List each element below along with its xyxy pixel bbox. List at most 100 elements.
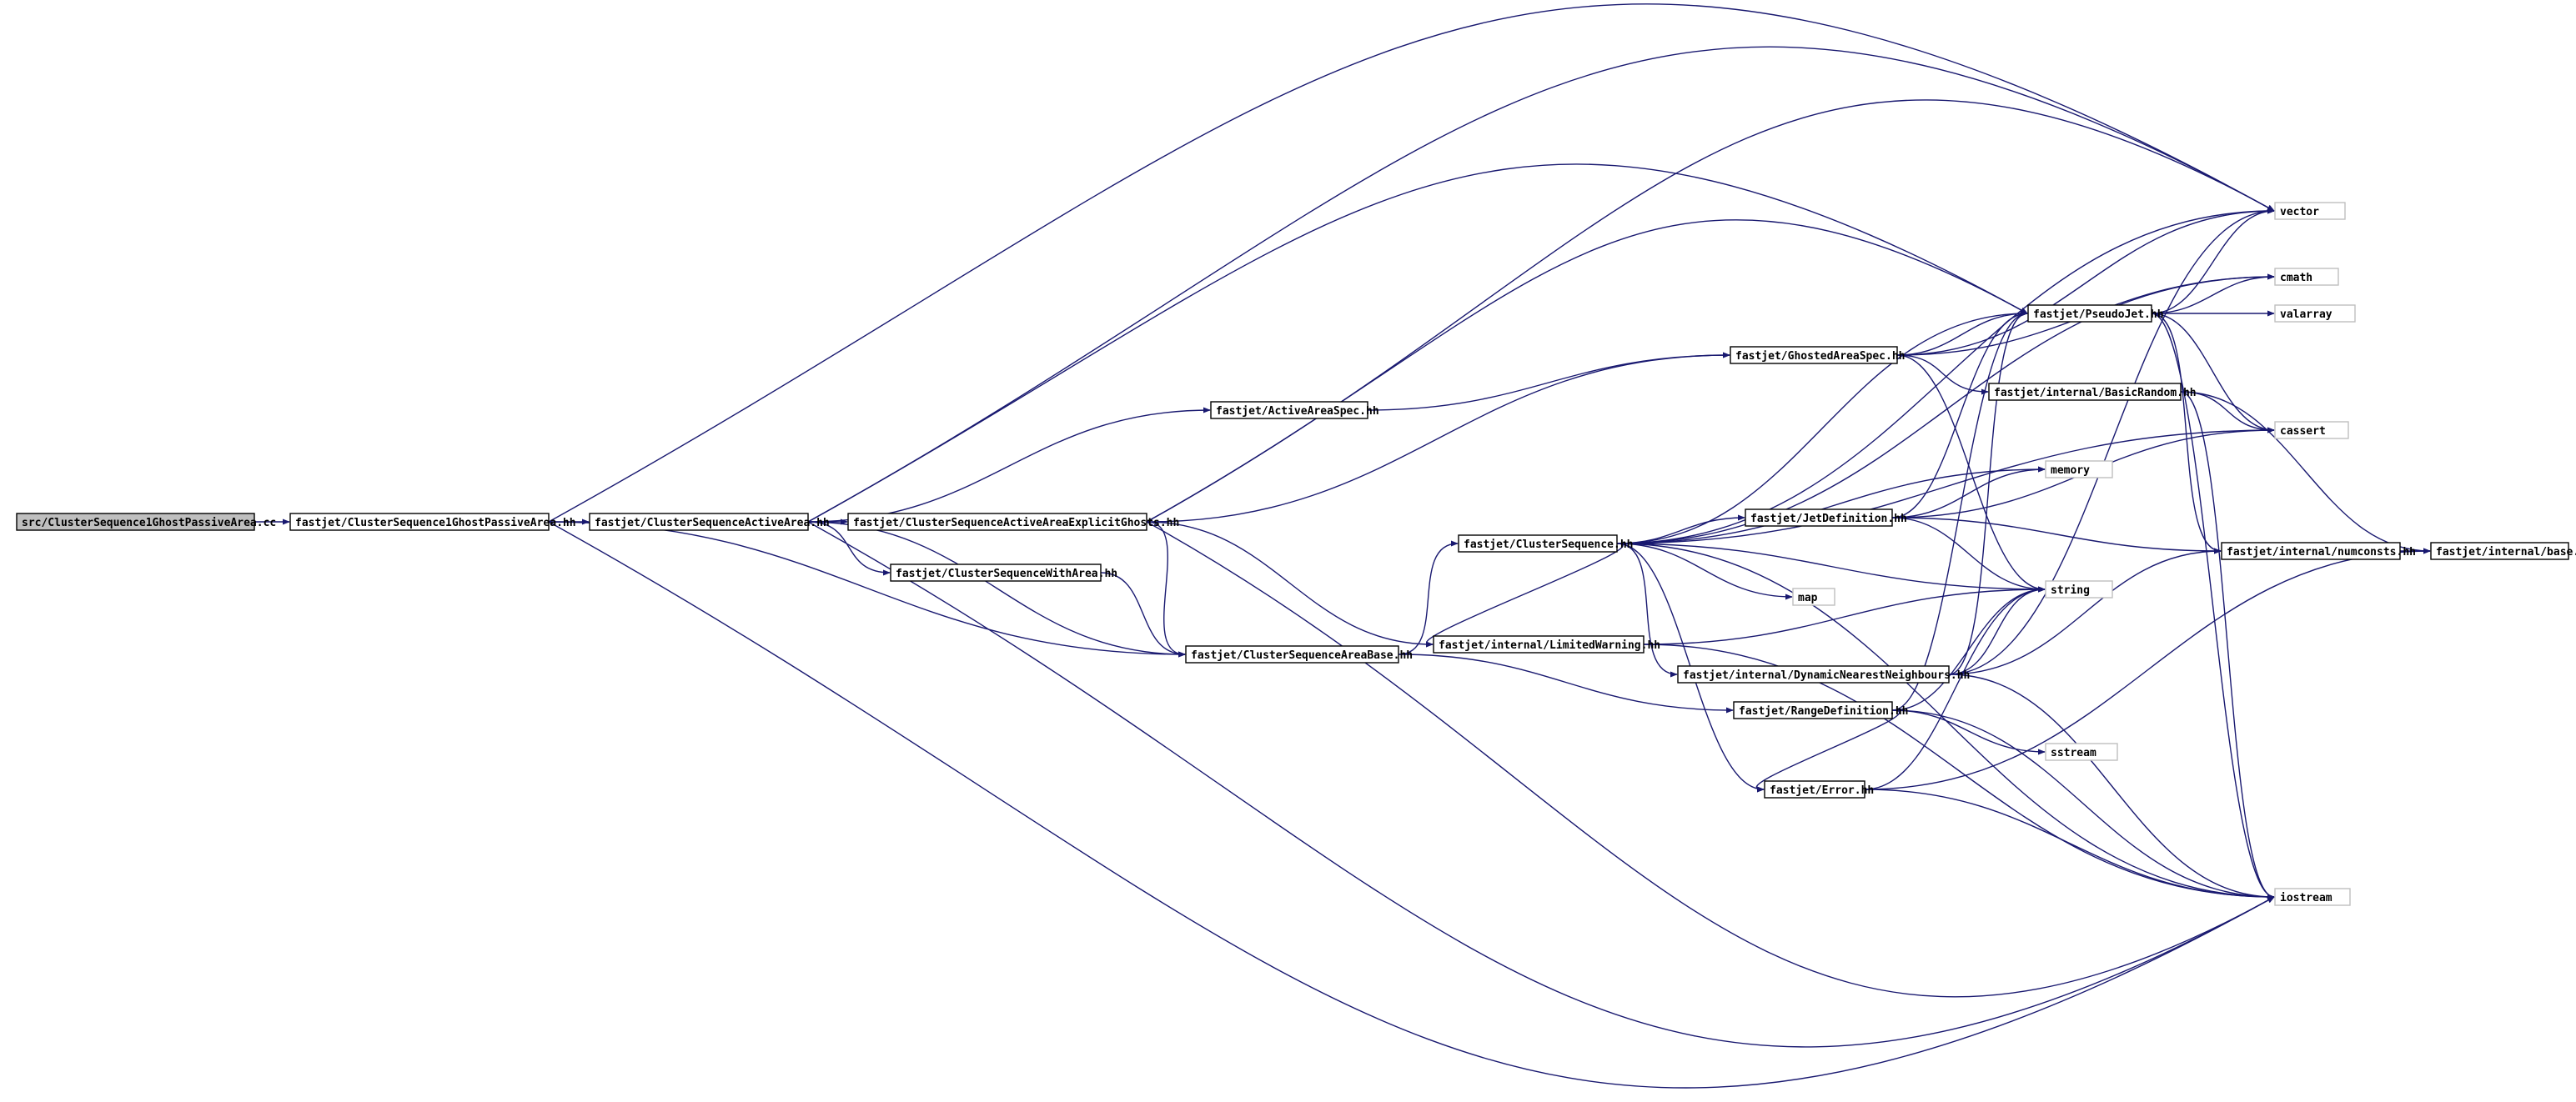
edge-cs-to-lw xyxy=(1425,543,1624,648)
edge-pj-to-vector xyxy=(2151,208,2275,314)
edge-cs1gpa-to-iostream xyxy=(548,521,2275,1089)
node-label: cmath xyxy=(2280,272,2312,284)
node-memory: memory xyxy=(2045,460,2113,478)
node-box xyxy=(1988,383,2182,401)
edge-gas-to-string xyxy=(1896,354,2046,593)
node-label: memory xyxy=(2051,464,2090,477)
edge-cs-to-memory xyxy=(1616,466,2046,544)
node-lw[interactable]: fastjet/internal/LimitedWarning.hh xyxy=(1433,635,1660,654)
node-box xyxy=(2045,580,2113,599)
node-label: fastjet/GhostedAreaSpec.hh xyxy=(1735,350,1906,363)
edge-dnn-to-string xyxy=(1948,586,2046,675)
node-box xyxy=(2274,421,2349,439)
edge-csaaeg-to-csab xyxy=(1146,521,1186,658)
node-box xyxy=(1733,701,1893,719)
node-label: iostream xyxy=(2280,892,2332,904)
node-label: sstream xyxy=(2051,747,2096,759)
edge-cs-to-dnn xyxy=(1616,543,1678,678)
node-map: map xyxy=(1792,588,1835,606)
edge-pj-to-iostream xyxy=(2151,313,2275,900)
node-box xyxy=(589,513,809,531)
edge-jd-to-memory xyxy=(1891,466,2046,518)
node-dnn[interactable]: fastjet/internal/DynamicNearestNeighbour… xyxy=(1677,665,1970,684)
node-br[interactable]: fastjet/internal/BasicRandom.hh xyxy=(1988,383,2197,401)
node-box xyxy=(2221,542,2401,560)
edge-csaa-to-cswa xyxy=(807,521,891,576)
node-box xyxy=(2045,460,2113,478)
edge-cs-to-map xyxy=(1616,543,1793,600)
node-box xyxy=(16,513,255,531)
edge-csab-to-cs xyxy=(1398,540,1459,655)
edge-csaa-to-vector xyxy=(807,46,2275,523)
node-box xyxy=(2274,268,2339,286)
edge-cs-to-cmath xyxy=(1616,273,2275,544)
edge-dnn-to-iostream xyxy=(1948,674,2275,900)
node-label: fastjet/internal/LimitedWarning.hh xyxy=(1439,639,1660,652)
node-box xyxy=(1677,665,1950,684)
node-label: map xyxy=(1798,592,1818,604)
node-cs1gpa[interactable]: fastjet/ClusterSequence1GhostPassiveArea… xyxy=(289,513,576,531)
node-aas[interactable]: fastjet/ActiveAreaSpec.hh xyxy=(1210,401,1379,419)
edge-rd-to-sstream xyxy=(1891,709,2046,755)
node-cswa[interactable]: fastjet/ClusterSequenceWithArea.hh xyxy=(890,564,1117,582)
node-label: fastjet/ClusterSequenceWithArea.hh xyxy=(896,568,1117,580)
edge-csaa-to-iostream xyxy=(807,521,2275,1048)
node-label: fastjet/RangeDefinition.hh xyxy=(1739,705,1909,718)
edge-dnn-to-pj xyxy=(1948,310,2028,675)
edge-cswa-to-csab xyxy=(1100,572,1186,658)
node-rd[interactable]: fastjet/RangeDefinition.hh xyxy=(1733,701,1909,719)
node-box xyxy=(2027,304,2152,323)
node-err[interactable]: fastjet/Error.hh xyxy=(1764,780,1874,799)
node-pj[interactable]: fastjet/PseudoJet.hh xyxy=(2027,304,2164,323)
node-root[interactable]: src/ClusterSequence1GhostPassiveArea.cc xyxy=(16,513,276,531)
node-box xyxy=(1210,401,1368,419)
node-base[interactable]: fastjet/internal/base.hh xyxy=(2430,542,2576,560)
edge-csaa-to-pj xyxy=(807,163,2028,523)
node-csaaeg[interactable]: fastjet/ClusterSequenceActiveAreaExplici… xyxy=(847,513,1179,531)
node-box xyxy=(1433,635,1645,654)
node-vector: vector xyxy=(2274,202,2346,220)
edge-cs1gpa-to-csab xyxy=(548,521,1186,658)
node-box xyxy=(1792,588,1835,606)
node-nc[interactable]: fastjet/internal/numconsts.hh xyxy=(2221,542,2416,560)
node-box xyxy=(2274,888,2351,906)
node-label: fastjet/internal/numconsts.hh xyxy=(2227,546,2416,559)
node-label: fastjet/internal/BasicRandom.hh xyxy=(1994,387,2197,399)
node-label: fastjet/ClusterSequenceActiveArea.hh xyxy=(595,517,830,529)
node-gas[interactable]: fastjet/GhostedAreaSpec.hh xyxy=(1730,346,1906,364)
edge-rd-to-err xyxy=(1755,709,1901,793)
edge-jd-to-nc xyxy=(1891,517,2222,554)
node-box xyxy=(1458,534,1618,553)
edge-cs-to-string xyxy=(1616,543,2046,593)
node-box xyxy=(1185,645,1399,664)
node-cs[interactable]: fastjet/ClusterSequence.hh xyxy=(1458,534,1634,553)
node-cmath: cmath xyxy=(2274,268,2339,286)
node-box xyxy=(1730,346,1898,364)
node-label: fastjet/ClusterSequence.hh xyxy=(1464,538,1634,551)
edge-lw-to-iostream xyxy=(1643,644,2275,900)
node-jd[interactable]: fastjet/JetDefinition.hh xyxy=(1745,508,1907,527)
edge-csaa-to-aas xyxy=(807,407,1211,523)
edge-csaaeg-to-lw xyxy=(1146,521,1434,648)
node-label: string xyxy=(2051,584,2090,597)
edge-gas-to-pj xyxy=(1896,310,2028,356)
node-box xyxy=(2430,542,2569,560)
edge-br-to-iostream xyxy=(2180,391,2275,900)
edge-gas-to-br xyxy=(1896,354,1989,395)
node-label: valarray xyxy=(2280,308,2332,321)
node-sstream: sstream xyxy=(2045,743,2118,761)
file-nodes: src/ClusterSequence1GhostPassiveArea.cc f… xyxy=(16,202,2576,906)
edge-csaaeg-to-pj xyxy=(1146,218,2028,523)
edge-err-to-iostream xyxy=(1864,789,2275,900)
node-csaa[interactable]: fastjet/ClusterSequenceActiveArea.hh xyxy=(589,513,830,531)
edge-cs-to-pj xyxy=(1616,310,2028,544)
edge-cs-to-vector xyxy=(1616,208,2275,544)
node-csab[interactable]: fastjet/ClusterSequenceAreaBase.hh xyxy=(1185,645,1413,664)
edge-lw-to-string xyxy=(1643,586,2046,645)
dependency-edges xyxy=(254,3,2431,1089)
edge-csaaeg-to-gas xyxy=(1146,352,1730,523)
edge-pj-to-cassert xyxy=(2151,313,2275,433)
node-label: fastjet/internal/base.hh xyxy=(2436,546,2576,559)
node-label: vector xyxy=(2280,206,2319,218)
